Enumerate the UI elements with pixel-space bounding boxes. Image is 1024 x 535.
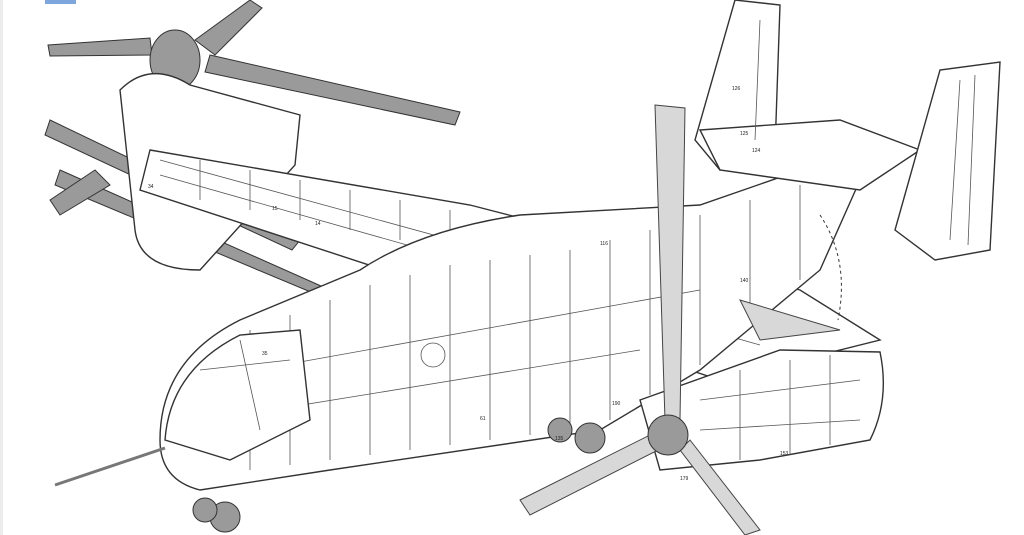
svg-text:153: 153 <box>780 451 789 457</box>
refuel-probe <box>54 446 166 487</box>
svg-text:61: 61 <box>480 416 486 422</box>
right-nacelle <box>639 349 884 471</box>
cockpit <box>164 329 311 461</box>
svg-text:15: 15 <box>272 206 278 212</box>
svg-text:125: 125 <box>740 131 749 137</box>
landing-gear <box>192 417 606 533</box>
ramp-arc <box>819 214 842 321</box>
svg-text:14: 14 <box>315 221 321 227</box>
svg-text:135: 135 <box>555 436 564 442</box>
svg-text:124: 124 <box>752 148 761 154</box>
selection-marker <box>45 0 76 4</box>
horizontal-stabilizer <box>698 119 922 191</box>
svg-text:190: 190 <box>612 401 621 407</box>
svg-text:34: 34 <box>148 184 154 190</box>
svg-text:35: 35 <box>262 351 268 357</box>
svg-text:126: 126 <box>732 86 741 92</box>
svg-text:140: 140 <box>740 278 749 284</box>
vertical-fin-right <box>894 61 1001 261</box>
sponson <box>739 299 841 341</box>
svg-text:116: 116 <box>600 241 608 247</box>
svg-text:179: 179 <box>680 476 689 482</box>
viewer-edge <box>0 0 3 535</box>
fuselage <box>159 159 861 491</box>
right-rotor <box>519 104 761 535</box>
callout-numbers: 126 125 124 140 116 34 15 14 35 61 135 1… <box>148 86 789 482</box>
